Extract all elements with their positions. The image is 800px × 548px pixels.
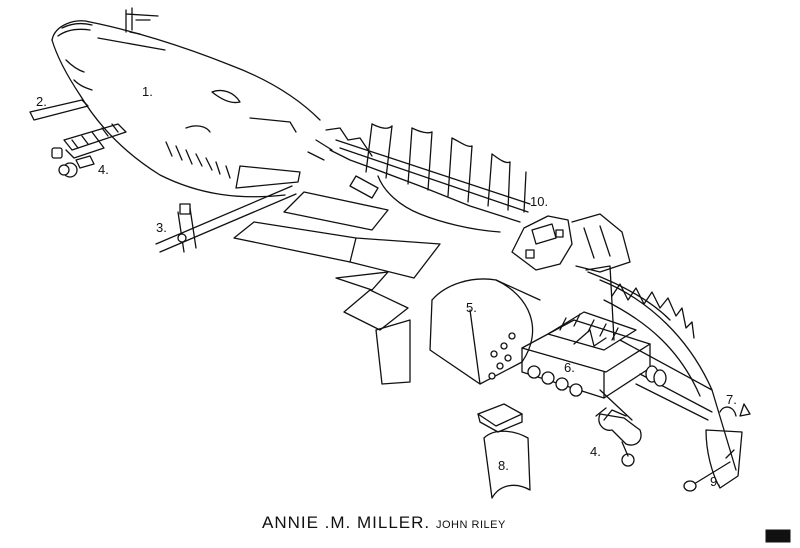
- small-fragment: [720, 404, 750, 416]
- corner-stamp-icon: [766, 530, 790, 542]
- davit-shaft: [156, 186, 296, 252]
- stern-frame: [586, 266, 736, 470]
- keel-frames: [308, 124, 530, 232]
- plank-fragment: [30, 100, 88, 120]
- part-label-8: 8.: [498, 458, 509, 473]
- engine: [522, 312, 650, 420]
- part-label-7: 7.: [726, 392, 737, 407]
- hull-plates: [234, 192, 440, 384]
- part-label-6: 6.: [564, 360, 575, 375]
- drawing-title: ANNIE .M. MILLER.: [262, 513, 430, 532]
- part-label-1: 1.: [142, 84, 153, 99]
- part-label-5: 5.: [466, 300, 477, 315]
- windlass-lower: [596, 408, 641, 466]
- part-label-4-lower: 4.: [590, 444, 601, 459]
- part-label-4-upper: 4.: [98, 162, 109, 177]
- part-label-2: 2.: [36, 94, 47, 109]
- bow-section: [52, 8, 320, 197]
- rudder-tiller: [684, 430, 742, 491]
- propeller-shaft: [636, 366, 712, 420]
- part-label-10: 10.: [530, 194, 548, 209]
- drawing-author: JOHN RILEY: [436, 519, 506, 531]
- part-label-9: 9.: [710, 474, 721, 489]
- frame-cluster: [512, 214, 630, 272]
- part-label-3: 3.: [156, 220, 167, 235]
- boiler: [430, 279, 540, 384]
- windlass-upper: [52, 124, 126, 177]
- box-and-plate: [478, 404, 530, 498]
